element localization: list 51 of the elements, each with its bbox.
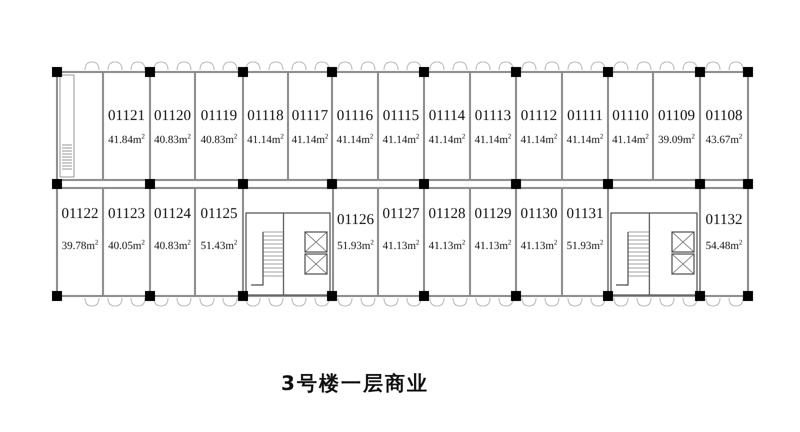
unit-area: 41.13m$^{2}$ — [470, 240, 516, 252]
unit-number: 01114 — [428, 108, 466, 125]
unit-area: 51.43m$^{2}$ — [195, 240, 243, 252]
unit-area: 39.78m$^{2}$ — [57, 240, 103, 252]
unit-number: 01123 — [107, 206, 146, 223]
unit-number: 01124 — [153, 206, 192, 223]
unit-number: 01128 — [428, 206, 466, 223]
unit-area: 40.83m$^{2}$ — [195, 134, 243, 146]
unit-area: 41.14m$^{2}$ — [332, 134, 378, 146]
unit-area: 40.83m$^{2}$ — [150, 134, 195, 146]
unit-number: 01129 — [474, 206, 512, 223]
unit-area: 41.14m$^{2}$ — [424, 134, 470, 146]
unit-number: 01108 — [704, 108, 744, 125]
unit-area: 41.14m$^{2}$ — [243, 134, 288, 146]
unit-area: 51.93m$^{2}$ — [333, 240, 378, 252]
unit-area: 41.14m$^{2}$ — [562, 134, 608, 146]
unit-area: 41.14m$^{2}$ — [608, 134, 653, 146]
unit-number: 01111 — [566, 108, 604, 125]
unit-area: 41.13m$^{2}$ — [378, 240, 424, 252]
unit-area: 40.83m$^{2}$ — [150, 240, 195, 252]
unit-number: 01116 — [336, 108, 374, 125]
unit-area: 43.67m$^{2}$ — [700, 134, 748, 146]
unit-number: 01113 — [474, 108, 512, 125]
unit-number: 01112 — [520, 108, 558, 125]
unit-number: 01118 — [246, 108, 285, 125]
unit-area: 40.05m$^{2}$ — [103, 240, 150, 252]
unit-number: 01132 — [704, 212, 744, 229]
unit-area: 41.84m$^{2}$ — [103, 134, 150, 146]
unit-area: 51.93m$^{2}$ — [562, 240, 608, 252]
unit-area: 41.14m$^{2}$ — [378, 134, 424, 146]
unit-area: 41.14m$^{2}$ — [288, 134, 332, 146]
unit-number: 01122 — [60, 206, 100, 223]
unit-number: 01127 — [382, 206, 420, 223]
unit-number: 01121 — [107, 108, 146, 125]
unit-area: 41.13m$^{2}$ — [424, 240, 470, 252]
unit-area: 39.09m$^{2}$ — [653, 134, 700, 146]
unit-area: 41.14m$^{2}$ — [470, 134, 516, 146]
plan-title: 3号楼一层商业 — [280, 370, 430, 397]
unit-number: 01131 — [566, 206, 604, 223]
unit-number: 01110 — [611, 108, 650, 125]
unit-area: 41.13m$^{2}$ — [516, 240, 562, 252]
unit-area: 41.14m$^{2}$ — [516, 134, 562, 146]
unit-number: 01109 — [657, 108, 696, 125]
unit-number: 01120 — [153, 108, 192, 125]
unit-number: 01115 — [382, 108, 420, 125]
unit-number: 01130 — [520, 206, 558, 223]
unit-area: 54.48m$^{2}$ — [700, 240, 748, 252]
unit-number: 01119 — [200, 108, 238, 125]
unit-number: 01125 — [200, 206, 238, 223]
unit-number: 01117 — [290, 108, 330, 125]
unit-number: 01126 — [336, 212, 375, 229]
